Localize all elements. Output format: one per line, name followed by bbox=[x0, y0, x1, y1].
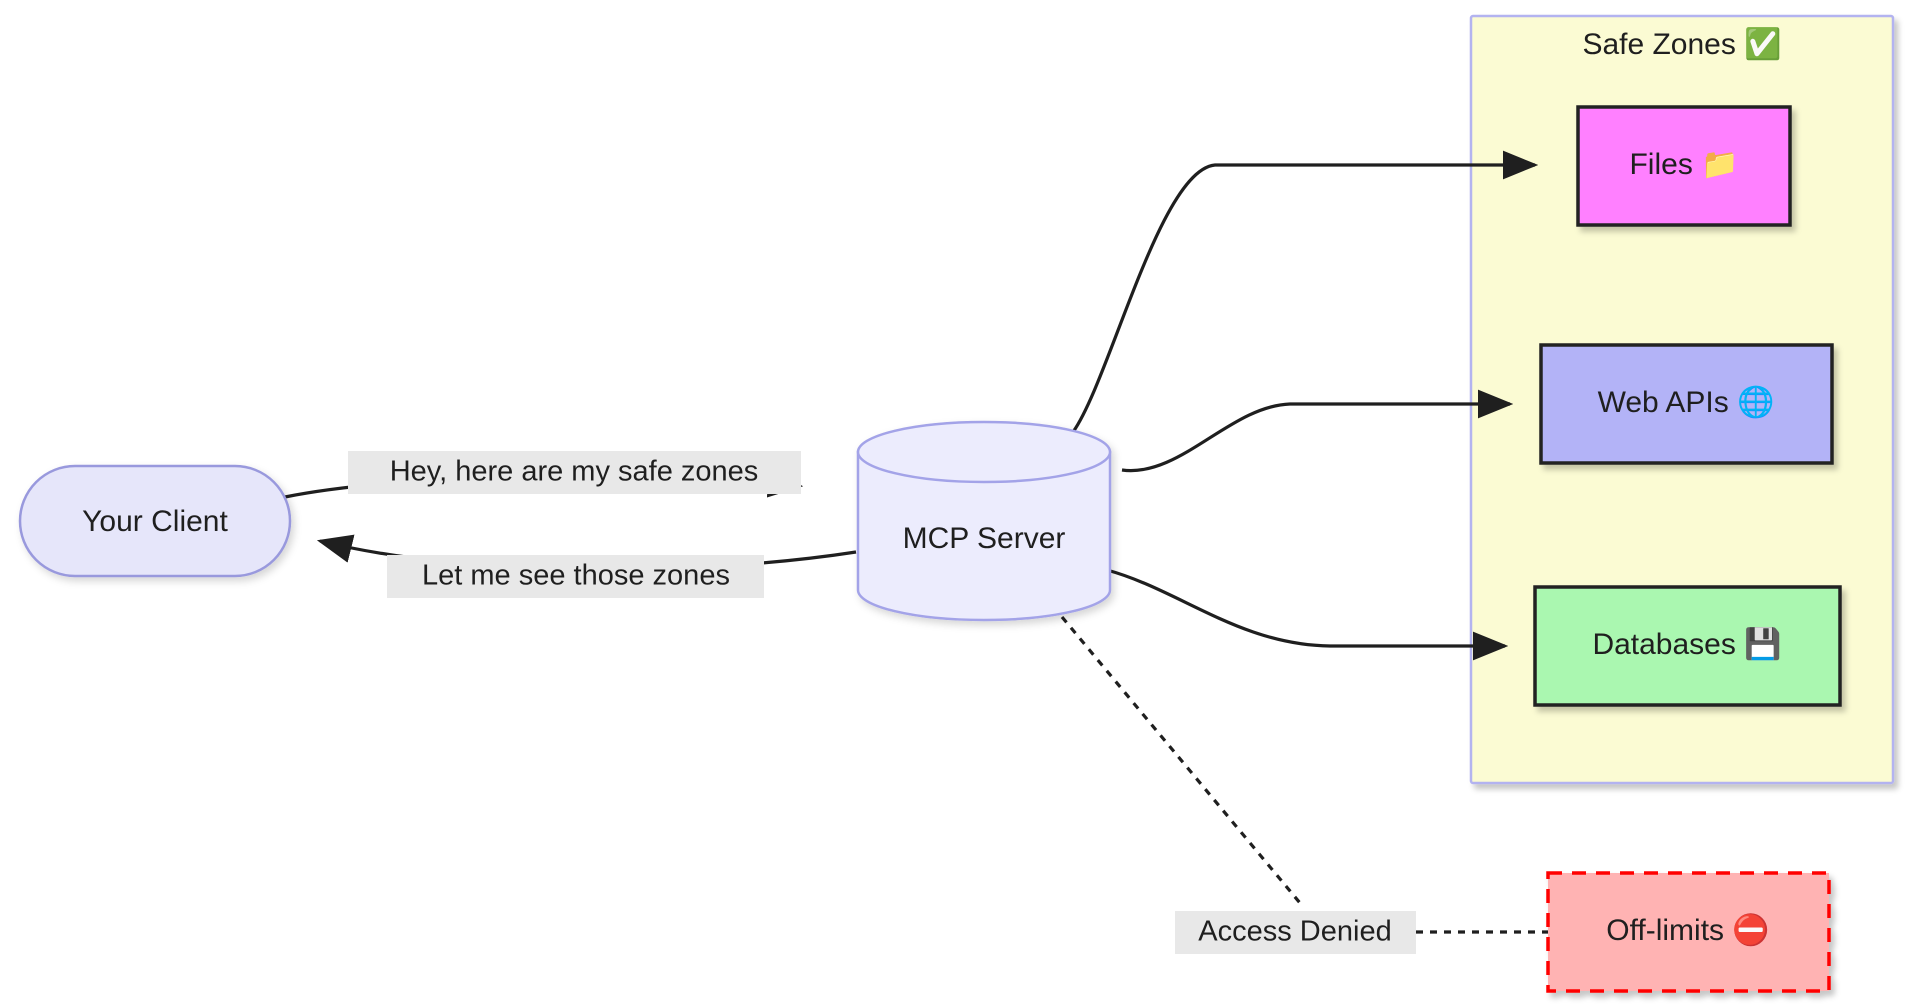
edge-label-client-to-server-bg bbox=[348, 451, 801, 494]
edge-server-to-databases bbox=[1106, 568, 1509, 661]
edge-label-server-to-client-bg bbox=[387, 555, 764, 598]
your-client-label: Your Client bbox=[82, 505, 228, 538]
edge-label-access-denied-text: Access Denied bbox=[1198, 916, 1391, 948]
edge-label-client-to-server-text: Hey, here are my safe zones bbox=[390, 456, 759, 488]
edge-label-access-denied-bg bbox=[1175, 911, 1416, 954]
files-shape[interactable] bbox=[1576, 105, 1792, 227]
off-limits-label: Off-limits ⛔ bbox=[1606, 912, 1769, 947]
safe-zones-title: Safe Zones ✅ bbox=[1582, 26, 1781, 61]
node-your-client[interactable]: Your Client bbox=[18, 464, 292, 578]
edge-label-client-to-server: Hey, here are my safe zones bbox=[348, 451, 801, 494]
node-mcp-server[interactable] bbox=[856, 420, 1112, 622]
edge-label-server-to-client-text: Let me see those zones bbox=[422, 560, 730, 592]
node-off-limits[interactable]: Off-limits ⛔ bbox=[1546, 871, 1831, 993]
web-apis-shape[interactable] bbox=[1539, 343, 1834, 465]
web-apis-label: Web APIs 🌐 bbox=[1598, 384, 1775, 419]
databases-shape[interactable] bbox=[1533, 585, 1842, 707]
edge-label-access-denied: Access Denied bbox=[1175, 911, 1416, 954]
node-databases[interactable]: Databases 💾 bbox=[1533, 585, 1842, 707]
your-client-shape[interactable] bbox=[18, 464, 292, 578]
node-files[interactable]: Files 📁 bbox=[1576, 105, 1792, 227]
files-label: Files 📁 bbox=[1629, 148, 1738, 181]
node-web-apis[interactable]: Web APIs 🌐 bbox=[1539, 343, 1834, 465]
edge-server-to-files bbox=[1071, 150, 1539, 433]
mcp-server-top bbox=[856, 420, 1112, 484]
edge-server-to-webapis bbox=[1121, 389, 1514, 473]
databases-label: Databases 💾 bbox=[1592, 626, 1781, 661]
edge-server-to-offlimits-left bbox=[1060, 615, 1302, 905]
mcp-server-body[interactable] bbox=[856, 450, 1112, 622]
edge-label-server-to-client: Let me see those zones bbox=[387, 555, 764, 598]
mcp-server-label: MCP Server bbox=[903, 522, 1066, 555]
off-limits-shape[interactable] bbox=[1546, 871, 1831, 993]
